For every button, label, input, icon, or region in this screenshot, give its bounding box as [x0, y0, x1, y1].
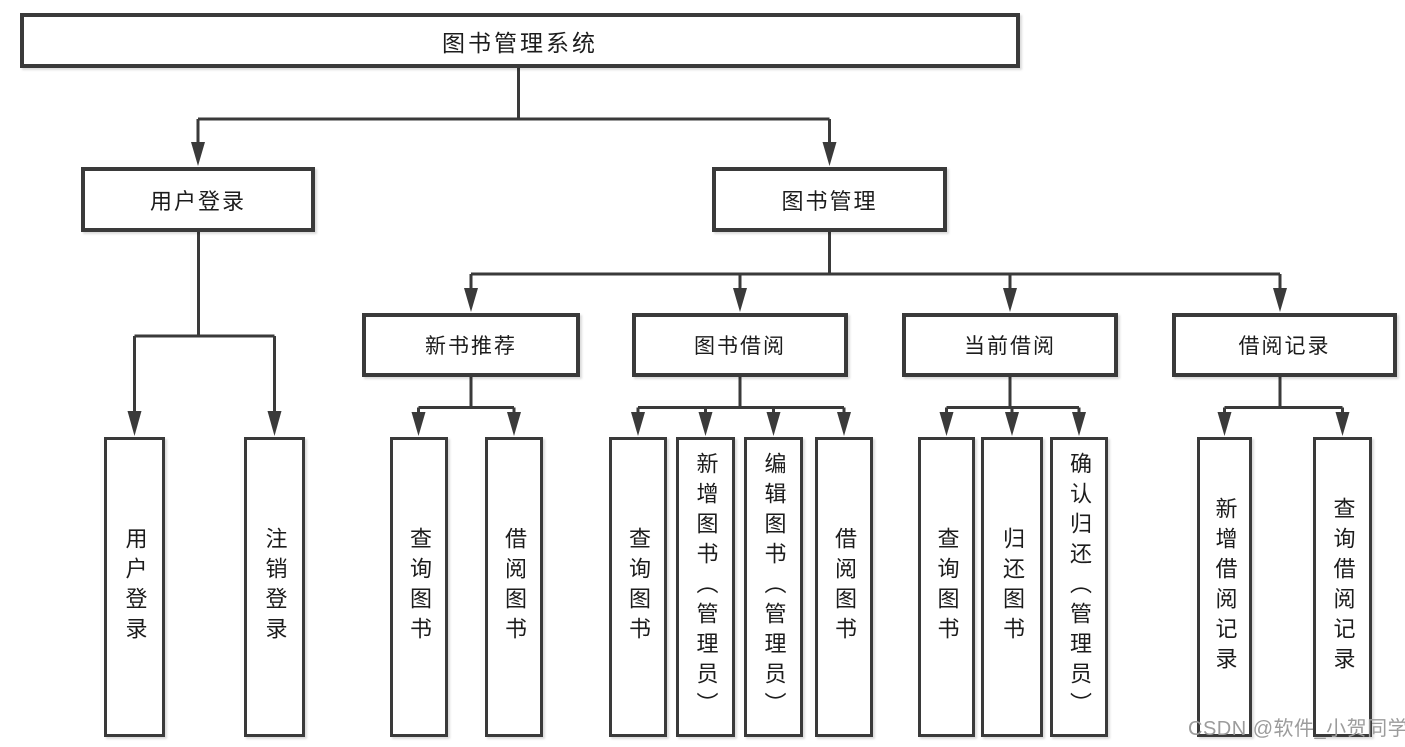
arrowhead-down-icon [1335, 412, 1350, 436]
connector-book-borrowing-to-leaves [631, 377, 851, 436]
arrowhead-down-icon [698, 412, 713, 436]
watermark: CSDN @软件_小贺同学 [1188, 718, 1405, 740]
connector-user-login-to-leaves [127, 232, 282, 436]
leaf-borrow-edit-books-admin: 编辑图书（管理员） [744, 437, 803, 737]
arrowhead-down-icon [191, 142, 205, 166]
node-borrowing-records: 借阅记录 [1172, 313, 1397, 377]
arrowhead-down-icon [507, 412, 521, 436]
leaf-logout-label: 注销登录 [262, 527, 288, 647]
leaf-user-login-label: 用户登录 [122, 527, 148, 647]
node-user-login-branch-label: 用户登录 [149, 188, 246, 214]
leaf-current-confirm-return-admin-label: 确认归还（管理员） [1067, 452, 1092, 722]
connector-book-management-to-level2 [464, 232, 1287, 312]
leaf-borrow-borrow-books: 借阅图书 [815, 437, 873, 737]
arrowhead-down-icon [631, 412, 645, 436]
arrowhead-down-icon [837, 412, 851, 436]
node-borrowing-records-label: 借阅记录 [1238, 335, 1331, 358]
arrowhead-down-icon [464, 288, 478, 312]
node-user-login-branch: 用户登录 [81, 167, 315, 232]
arrowhead-down-icon [1072, 412, 1086, 436]
connector-new-book-recommendation-to-leaves [411, 377, 521, 436]
node-root: 图书管理系统 [20, 13, 1020, 68]
node-book-borrowing-label: 图书借阅 [694, 335, 786, 358]
node-book-management: 图书管理 [712, 167, 947, 232]
leaf-newrec-borrow-books: 借阅图书 [485, 437, 543, 737]
leaf-borrow-query-books-label: 查询图书 [626, 527, 651, 647]
connector-line [417, 377, 516, 414]
node-new-book-recommendation-label: 新书推荐 [425, 335, 517, 358]
connector-root-to-level1 [191, 66, 837, 166]
arrowhead-down-icon [939, 412, 954, 436]
node-book-borrowing: 图书借阅 [632, 313, 848, 377]
leaf-current-return-books: 归还图书 [981, 437, 1043, 737]
connector-current-borrowing-to-leaves [939, 377, 1086, 436]
arrowhead-down-icon [1217, 412, 1232, 436]
node-current-borrowing: 当前借阅 [902, 313, 1118, 377]
arrowhead-down-icon [733, 288, 747, 312]
arrowhead-down-icon [1005, 412, 1019, 436]
connector-line [133, 232, 276, 413]
leaf-current-confirm-return-admin: 确认归还（管理员） [1050, 437, 1108, 737]
connector-line [636, 377, 846, 414]
leaf-record-query-borrow-record: 查询借阅记录 [1313, 437, 1372, 737]
arrowhead-down-icon [411, 412, 426, 436]
leaf-record-add-borrow-record-label: 新增借阅记录 [1212, 497, 1238, 677]
leaf-borrow-borrow-books-label: 借阅图书 [832, 527, 857, 647]
leaf-current-query-books-label: 查询图书 [934, 527, 960, 647]
leaf-newrec-query-books-label: 查询图书 [407, 527, 432, 647]
arrowhead-down-icon [127, 411, 142, 436]
node-current-borrowing-label: 当前借阅 [964, 335, 1056, 358]
arrowhead-down-icon [1273, 288, 1287, 312]
connector-borrowing-records-to-leaves [1217, 377, 1350, 436]
node-new-book-recommendation: 新书推荐 [362, 313, 580, 377]
leaf-logout: 注销登录 [244, 437, 305, 737]
leaf-record-query-borrow-record-label: 查询借阅记录 [1330, 497, 1356, 677]
connector-line [945, 377, 1081, 414]
leaf-newrec-query-books: 查询图书 [390, 437, 448, 737]
node-root-label: 图书管理系统 [442, 29, 598, 56]
arrowhead-down-icon [822, 142, 837, 166]
leaf-borrow-edit-books-admin-label: 编辑图书（管理员） [761, 452, 787, 722]
leaf-current-return-books-label: 归还图书 [1000, 527, 1025, 647]
connector-line [196, 66, 831, 145]
connector-line [1223, 377, 1344, 414]
leaf-borrow-add-books-admin-label: 新增图书（管理员） [693, 452, 719, 722]
leaf-record-add-borrow-record: 新增借阅记录 [1197, 437, 1252, 737]
leaf-borrow-add-books-admin: 新增图书（管理员） [676, 437, 735, 737]
arrowhead-down-icon [1003, 288, 1017, 312]
leaf-newrec-borrow-books-label: 借阅图书 [502, 527, 527, 647]
leaf-borrow-query-books: 查询图书 [609, 437, 667, 737]
arrowhead-down-icon [267, 411, 282, 436]
leaf-user-login: 用户登录 [104, 437, 165, 737]
node-book-management-label: 图书管理 [781, 188, 878, 214]
arrowhead-down-icon [766, 412, 781, 436]
leaf-current-query-books: 查询图书 [918, 437, 975, 737]
connector-line [469, 232, 1282, 289]
